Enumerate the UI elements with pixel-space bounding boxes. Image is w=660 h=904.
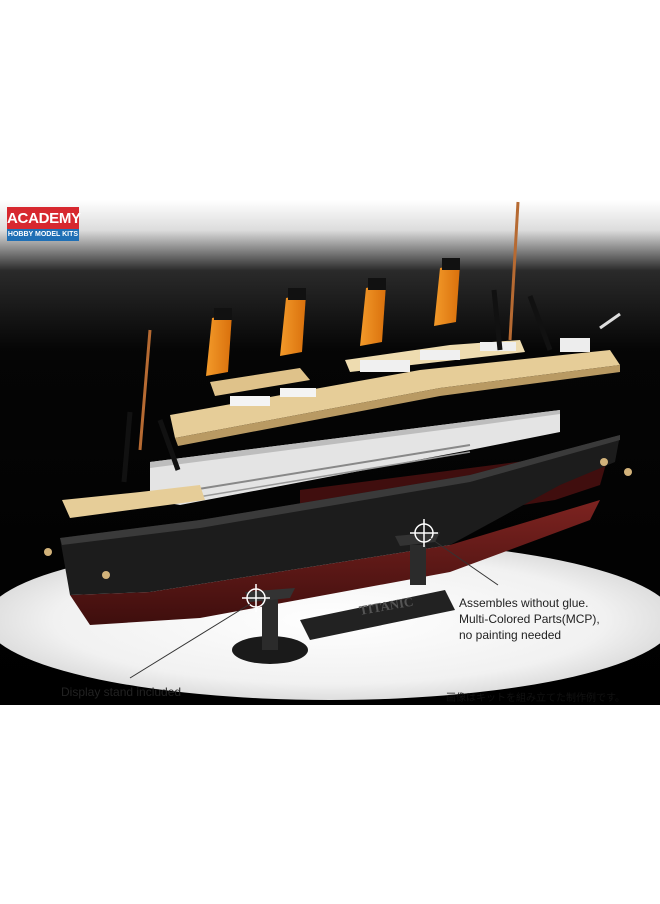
japanese-disclaimer: 画像はキットを組み立てた制作例です。	[446, 693, 625, 704]
callout-no-glue: Assembles without glue. Multi-Colored Pa…	[459, 595, 659, 643]
logo-brand: ACADEMY	[7, 207, 81, 229]
academy-logo: ACADEMY HOBBY MODEL KITS	[7, 207, 81, 241]
titanic-model-illustration: TITANIC	[0, 200, 660, 705]
product-scene: TITANIC	[0, 200, 660, 705]
logo-subtitle: HOBBY MODEL KITS	[7, 229, 79, 241]
callout-no-glue-line2: Multi-Colored Parts(MCP),	[459, 612, 600, 626]
callout-no-glue-line3: no painting needed	[459, 628, 562, 642]
display-stand	[232, 532, 455, 664]
funnels	[206, 258, 460, 376]
callout-display-stand: Display stand included	[61, 685, 182, 699]
callout-no-glue-line1: Assembles without glue.	[459, 596, 589, 610]
callout-targets	[242, 519, 438, 612]
